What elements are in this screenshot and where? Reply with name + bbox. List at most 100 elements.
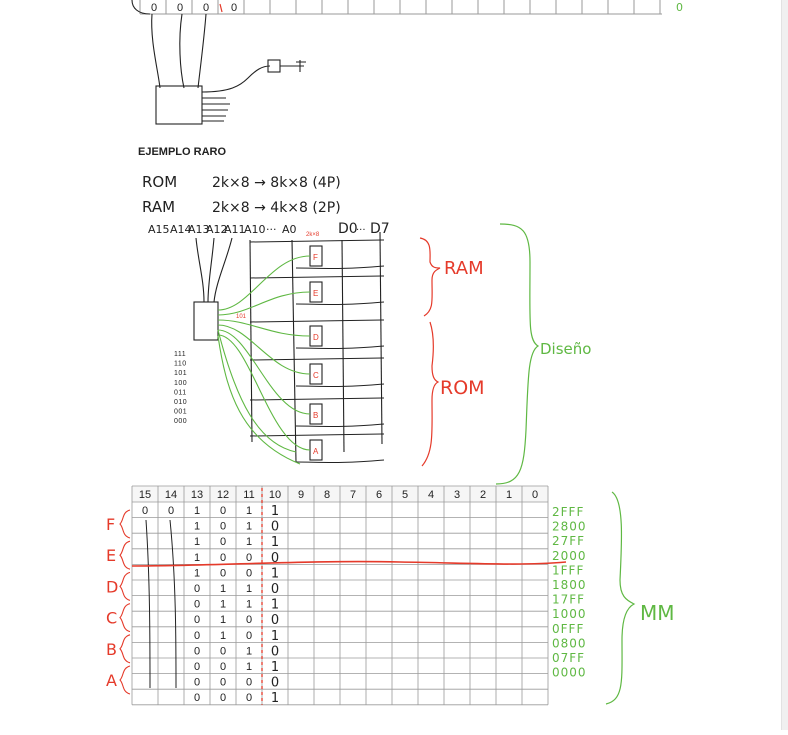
decoder-code: 110 [174, 361, 187, 368]
bit-cell: 0 [194, 645, 200, 657]
bit-cell: 0 [220, 505, 226, 517]
bus-line [249, 319, 385, 323]
bit10-handwritten: 1 [271, 504, 279, 519]
bit-header: 9 [298, 489, 304, 501]
bit-cell: 1 [220, 630, 226, 642]
data-label: D0 [338, 221, 358, 237]
bit-cell: 0 [220, 677, 226, 689]
bit-header: 4 [428, 489, 434, 501]
chip-label: D [313, 333, 319, 342]
bit10-handwritten: 0 [271, 582, 279, 597]
chip-range-label: F [106, 515, 115, 534]
hex-address: 0800 [552, 636, 587, 650]
chip-size-note: 2k×8 [306, 232, 320, 238]
bit10-handwritten: 0 [271, 613, 279, 628]
bit15-stroke [145, 519, 151, 689]
address-label: A0 [282, 223, 297, 236]
bit-cell: 0 [246, 614, 252, 626]
top-right-note: 0 [676, 1, 683, 14]
bit-header: 0 [532, 489, 538, 501]
hex-address: 1000 [552, 607, 587, 621]
top-table-cell: 0 [151, 2, 157, 14]
bit-cell: 0 [246, 692, 252, 704]
data-labels: D0···D7 [338, 221, 390, 237]
bit-cell: 1 [246, 536, 252, 548]
bus-line [295, 265, 385, 269]
address-label: A12 [206, 223, 228, 236]
hex-address: 2FFF [552, 505, 584, 519]
bit-cell: 0 [246, 630, 252, 642]
design-label: Diseño [540, 340, 591, 358]
bit10-handwritten: 0 [271, 520, 279, 535]
bit-cell: 0 [194, 661, 200, 673]
bus-line [295, 459, 385, 463]
address-label: A14 [170, 223, 192, 236]
select-wire [217, 255, 311, 311]
bit-cell: 0 [194, 614, 200, 626]
bit-cell: 0 [246, 552, 252, 564]
bit-cell: 1 [194, 552, 200, 564]
data-label: ··· [356, 225, 366, 236]
hex-address: 17FF [552, 593, 585, 607]
bit-cell: 0 [194, 677, 200, 689]
decoder-output-note: 101 [236, 314, 247, 320]
chip-label: A [313, 447, 319, 456]
bit10-handwritten: 1 [271, 566, 279, 581]
bit-cell: 1 [220, 599, 226, 611]
bit10-handwritten: 1 [271, 535, 279, 550]
scrollbar-track[interactable] [781, 0, 788, 730]
bit-cell: 0 [194, 630, 200, 642]
bit-cell: 0 [194, 583, 200, 595]
bit-cell: 0 [220, 567, 226, 579]
mm-label: MM [640, 601, 675, 625]
ram-label: RAM [444, 258, 484, 279]
decoder-code: 010 [174, 399, 187, 406]
bit-cell: 1 [194, 505, 200, 517]
hex-address: 07FF [552, 651, 585, 665]
bus-line [295, 423, 385, 427]
bit-cell: 1 [246, 599, 252, 611]
chip-select-wires [217, 255, 311, 465]
chip-brace [119, 603, 131, 633]
red-braces [419, 237, 441, 467]
bit-header: 10 [269, 489, 281, 501]
top-table-cell: 0 [203, 2, 209, 14]
select-wire [217, 291, 311, 316]
bit-header: 7 [350, 489, 356, 501]
bit10-handwritten: 0 [271, 644, 279, 659]
rom-label: ROM [440, 377, 485, 399]
spec-notes: ROM 2k×8 → 8k×8 (4P) RAM 2k×8 → 4k×8 (2P… [142, 173, 341, 216]
top-table-cell: 0 [177, 2, 183, 14]
section-heading: EJEMPLO RARO [138, 146, 227, 158]
hex-address: 2800 [552, 520, 587, 534]
bit-cell: 0 [246, 567, 252, 579]
decoder-code: 011 [174, 389, 187, 396]
bus-line [295, 383, 385, 387]
chip-range-label: D [106, 577, 118, 596]
bit-cell: 1 [194, 567, 200, 579]
bit-header: 3 [454, 489, 460, 501]
bit-header: 11 [243, 489, 254, 501]
bus-line [249, 397, 385, 401]
select-wire [217, 329, 311, 415]
chip-brace [119, 634, 131, 664]
hex-address: 0000 [552, 666, 587, 680]
select-wire [217, 324, 311, 375]
hex-address: 27FF [552, 534, 585, 548]
bit-cell: 0 [220, 661, 226, 673]
bit-cell: 1 [220, 583, 226, 595]
ram-spec-label: RAM [142, 198, 175, 216]
ram-rom-divider [131, 560, 567, 567]
bit-cell: 1 [194, 536, 200, 548]
bus-line [295, 301, 385, 305]
ram-spec-expr: 2k×8 → 4k×8 (2P) [212, 200, 341, 216]
bus-line [249, 239, 385, 243]
bit-header: 6 [376, 489, 382, 501]
bit-cell: 0 [220, 692, 226, 704]
bit-cell: 0 [220, 552, 226, 564]
